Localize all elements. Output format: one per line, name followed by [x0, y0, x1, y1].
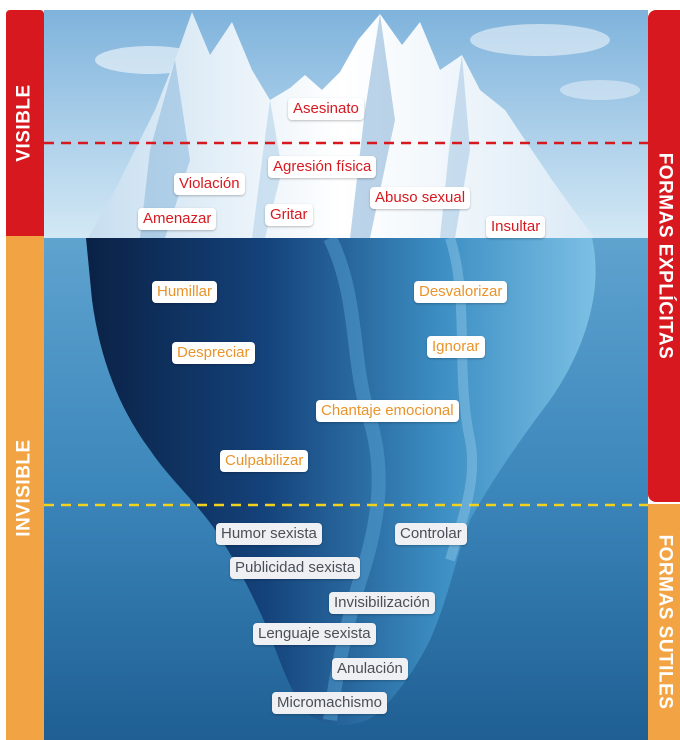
- tag-controlar: Controlar: [395, 523, 467, 545]
- invisible-band: INVISIBLE: [6, 236, 44, 740]
- visible-label: VISIBLE: [14, 84, 35, 162]
- tag-anulacion: Anulación: [332, 658, 408, 680]
- explicit-forms-band: FORMAS EXPLÍCITAS: [648, 10, 680, 502]
- tag-abuso-sexual: Abuso sexual: [370, 187, 471, 209]
- tag-lenguaje-sexista: Lenguaje sexista: [253, 623, 376, 645]
- tag-humillar: Humillar: [152, 281, 218, 303]
- tag-insultar: Insultar: [486, 216, 546, 238]
- subtle-forms-band: FORMAS SUTILES: [648, 504, 680, 740]
- tag-amenazar: Amenazar: [138, 208, 217, 230]
- tag-publicidad-sexista: Publicidad sexista: [230, 557, 361, 579]
- tag-invisibilizacion: Invisibilización: [329, 592, 435, 614]
- tag-agresion-fisica: Agresión física: [268, 156, 377, 178]
- tag-humor-sexista: Humor sexista: [216, 523, 322, 545]
- invisible-label: INVISIBLE: [14, 439, 35, 537]
- tag-micromachismo: Micromachismo: [272, 692, 388, 714]
- tag-despreciar: Despreciar: [172, 342, 255, 364]
- tag-ignorar: Ignorar: [427, 336, 485, 358]
- visible-band: VISIBLE: [6, 10, 44, 236]
- tag-chantaje-emocional: Chantaje emocional: [316, 400, 459, 422]
- tag-asesinato: Asesinato: [288, 98, 364, 120]
- tag-desvalorizar: Desvalorizar: [414, 281, 508, 303]
- explicit-forms-label: FORMAS EXPLÍCITAS: [654, 152, 676, 360]
- tag-gritar: Gritar: [265, 204, 313, 226]
- tag-violacion: Violación: [174, 173, 245, 195]
- tag-culpabilizar: Culpabilizar: [220, 450, 309, 472]
- subtle-forms-label: FORMAS SUTILES: [654, 534, 675, 710]
